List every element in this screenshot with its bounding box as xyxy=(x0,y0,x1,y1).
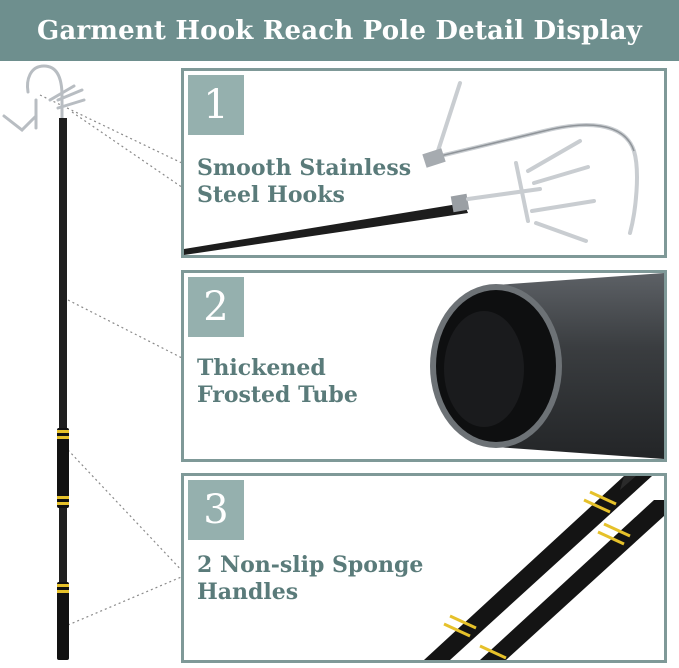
page-title: Garment Hook Reach Pole Detail Display xyxy=(37,15,642,46)
stainless-steel-hook-closeup-icon xyxy=(184,81,639,255)
pole-grip-upper xyxy=(57,428,69,508)
pole-shaft xyxy=(59,118,67,658)
callout-line-1a xyxy=(71,111,187,191)
callout-line-3a xyxy=(67,449,187,576)
feature-panel-hooks: 1 Smooth Stainless Steel Hooks xyxy=(181,68,667,258)
callout-line-2 xyxy=(67,299,187,361)
full-pole-illustration xyxy=(2,64,187,660)
frosted-tube-cross-section-icon xyxy=(430,273,664,459)
feature-label: Smooth Stainless Steel Hooks xyxy=(197,155,412,208)
feature-number-badge: 3 xyxy=(188,480,244,540)
feature-number-badge: 1 xyxy=(188,75,244,135)
pole-hook-icon xyxy=(2,64,86,132)
header-banner: Garment Hook Reach Pole Detail Display xyxy=(0,0,679,61)
feature-panel-tube: 2 Thickened Frosted Tube xyxy=(181,270,667,462)
feature-label: Thickened Frosted Tube xyxy=(197,355,358,408)
sponge-handles-closeup-icon xyxy=(424,476,664,660)
pole-grip-lower xyxy=(57,582,69,660)
feature-label: 2 Non-slip Sponge Handles xyxy=(197,552,424,605)
feature-panel-handles: 3 2 Non-slip Sponge Handles xyxy=(181,473,667,663)
callout-line-3b xyxy=(67,574,187,626)
feature-number-badge: 2 xyxy=(188,277,244,337)
